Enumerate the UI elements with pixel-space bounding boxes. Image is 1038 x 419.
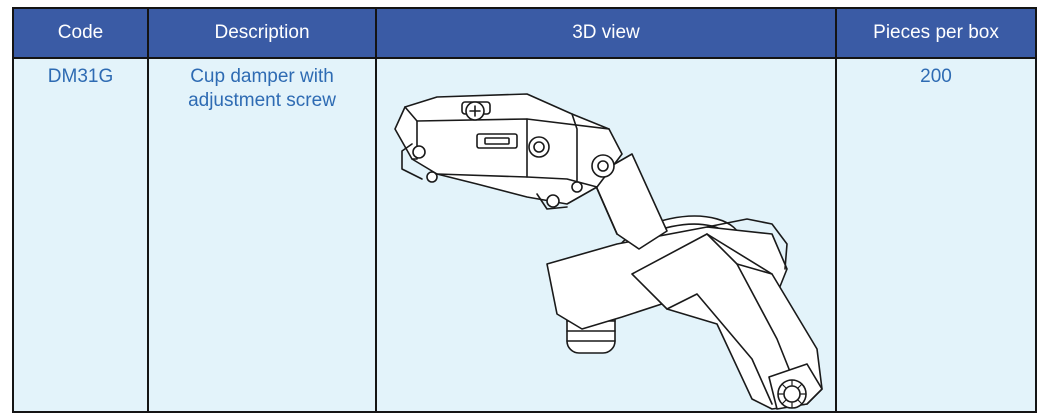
hinge-cup-damper-3d-drawing-icon	[394, 93, 823, 410]
header-description: Description	[147, 7, 377, 59]
header-pieces-per-box: Pieces per box	[835, 7, 1037, 59]
header-3d-view: 3D view	[375, 7, 837, 59]
cell-code: DM31G	[12, 57, 149, 413]
cell-3d-view	[375, 57, 837, 413]
cell-description: Cup damper with adjustment screw	[147, 57, 377, 413]
table-header-row: Code Description 3D view Pieces per box	[12, 7, 1037, 59]
table-row: DM31G Cup damper with adjustment screw	[12, 57, 1037, 413]
cell-pieces-per-box: 200	[835, 57, 1037, 413]
header-code: Code	[12, 7, 149, 59]
product-table: Code Description 3D view Pieces per box …	[12, 7, 1037, 413]
